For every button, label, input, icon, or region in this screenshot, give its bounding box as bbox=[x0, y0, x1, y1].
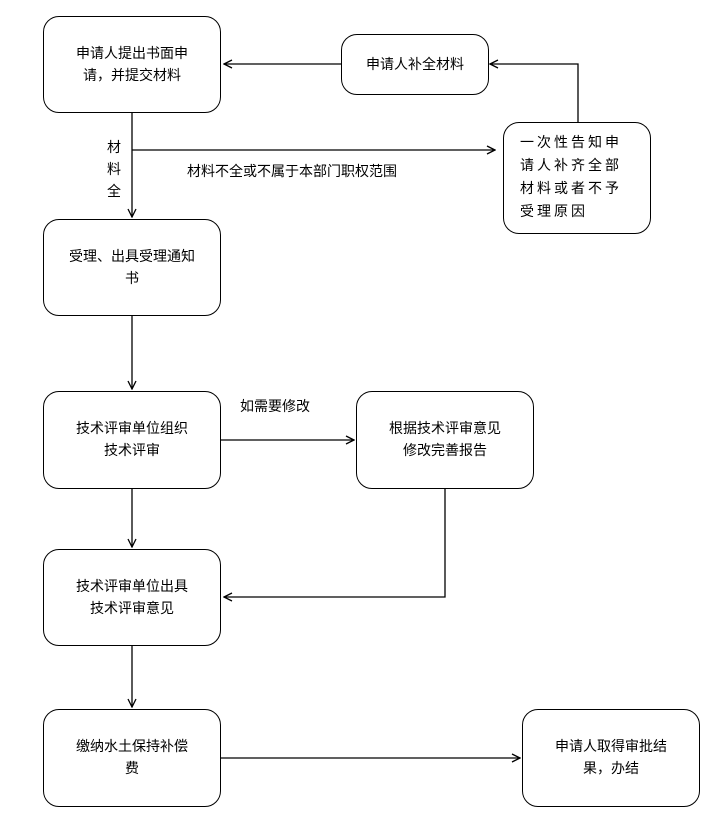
pay-fee-line2: 费 bbox=[125, 761, 139, 777]
tech-review-opinion-box: 技术评审单位出具 技术评审意见 bbox=[43, 549, 221, 646]
submit-application-line2: 请，并提交材料 bbox=[83, 67, 181, 84]
tech-review-opinion-line1: 技术评审单位出具 bbox=[76, 578, 188, 595]
if-revision-needed-label: 如需要修改 bbox=[240, 399, 310, 415]
supplement-materials-text: 申请人补全材料 bbox=[366, 56, 464, 73]
revise-report-line2: 修改完善报告 bbox=[403, 443, 487, 459]
incomplete-or-out-of-scope-label: 材料不全或不属于本部门职权范围 bbox=[187, 164, 397, 180]
accept-notice-box: 受理、出具受理通知 书 bbox=[43, 219, 221, 316]
tech-review-org-line1: 技术评审单位组织 bbox=[76, 421, 188, 437]
materials-complete-label: 材 料 全 bbox=[105, 137, 123, 203]
pay-fee-box: 缴纳水土保持补偿 费 bbox=[43, 709, 221, 807]
one-time-notice-line2: 请人补齐全部 bbox=[520, 158, 622, 174]
result-line2: 果，办结 bbox=[583, 761, 639, 777]
pay-fee-line1: 缴纳水土保持补偿 bbox=[76, 739, 188, 755]
revise-report-box: 根据技术评审意见 修改完善报告 bbox=[356, 391, 534, 489]
arrow-revise-to-opinion bbox=[224, 489, 446, 597]
accept-notice-line1: 受理、出具受理通知 bbox=[69, 248, 195, 265]
tech-review-org-box: 技术评审单位组织 技术评审 bbox=[43, 391, 221, 489]
result-line1: 申请人取得审批结 bbox=[555, 739, 667, 755]
one-time-notice-line1: 一次性告知申 bbox=[520, 135, 622, 151]
accept-notice-line2: 书 bbox=[125, 270, 139, 287]
tech-review-org-line2: 技术评审 bbox=[104, 443, 160, 459]
result-box: 申请人取得审批结 果，办结 bbox=[522, 709, 700, 807]
submit-application-box: 申请人提出书面申 请，并提交材料 bbox=[43, 16, 221, 113]
materials-complete-char2: 料 bbox=[107, 162, 121, 178]
submit-application-line1: 申请人提出书面申 bbox=[76, 45, 188, 62]
tech-review-opinion-line2: 技术评审意见 bbox=[90, 600, 174, 617]
materials-complete-char1: 材 bbox=[107, 140, 121, 156]
one-time-notice-box: 一次性告知申 请人补齐全部 材料或者不予 受理原因 bbox=[503, 122, 651, 234]
one-time-notice-line3: 材料或者不予 bbox=[520, 181, 622, 197]
supplement-materials-box: 申请人补全材料 bbox=[341, 34, 489, 95]
revise-report-line1: 根据技术评审意见 bbox=[389, 421, 501, 437]
materials-complete-char3: 全 bbox=[107, 184, 121, 200]
arrow-notice-to-supplement bbox=[490, 64, 579, 122]
one-time-notice-line4: 受理原因 bbox=[520, 204, 588, 220]
